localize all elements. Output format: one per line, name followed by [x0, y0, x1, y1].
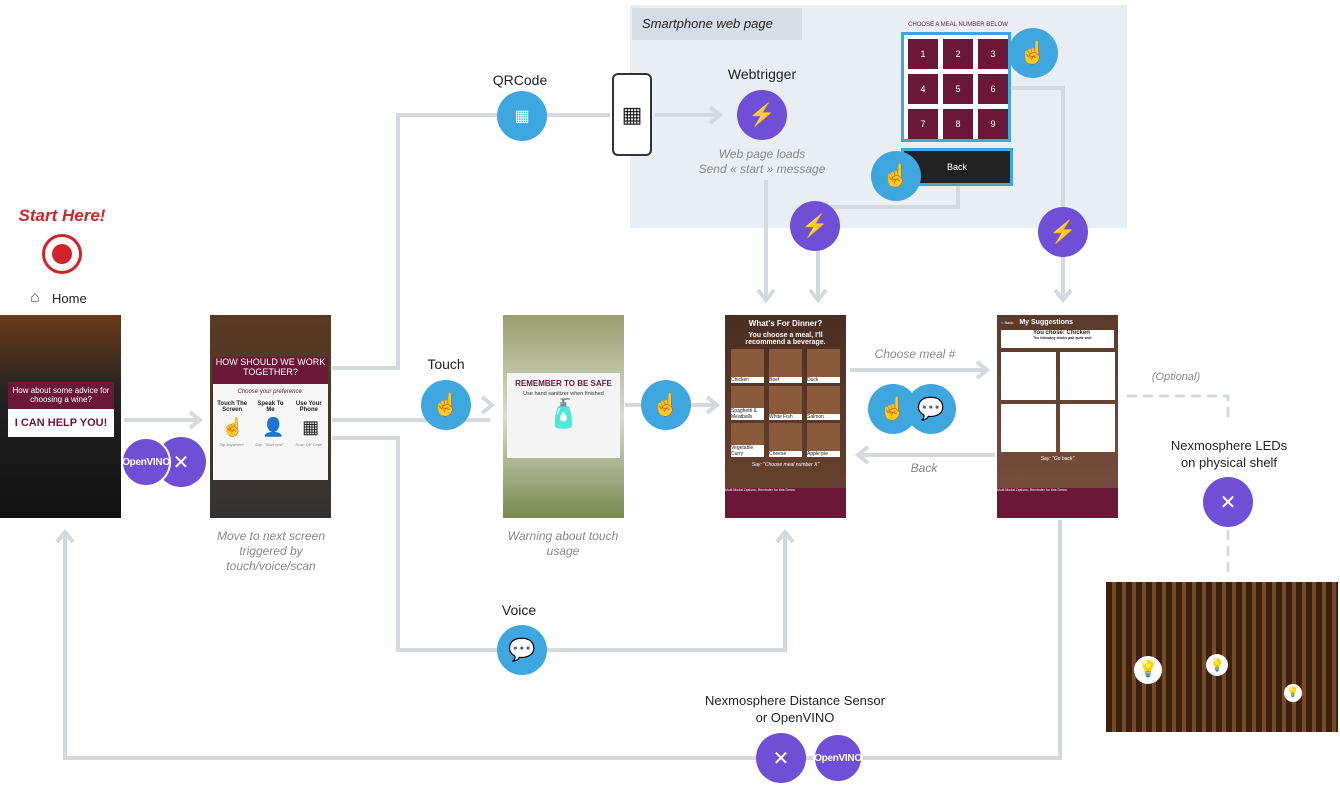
key-9[interactable]: 9	[978, 109, 1008, 139]
touch-icon: ☝	[421, 380, 471, 430]
key-5[interactable]: 5	[943, 74, 973, 104]
wine-card[interactable]	[1000, 404, 1056, 452]
meal-8[interactable]: Cheese	[769, 423, 802, 457]
speak-icon: 👤	[261, 417, 285, 437]
option-touch[interactable]: Touch The Screen	[217, 401, 248, 413]
wine-card[interactable]	[1059, 352, 1115, 400]
suggestions-title: My Suggestions	[1019, 319, 1074, 326]
wine-card[interactable]	[1000, 352, 1056, 400]
dinner-footer: Multi Modal Options: Reminder for this D…	[725, 488, 846, 518]
safety-subtitle: Use hand sanitizer when finished	[523, 391, 604, 397]
suggestions-back[interactable]: < Back	[1001, 320, 1014, 325]
smartphone-icon: ▦	[612, 73, 652, 156]
dinner-subtitle: You choose a meal, I'll recommend a beve…	[745, 332, 826, 346]
webtrigger-icon: ⚡	[737, 90, 787, 140]
sensor-label-1: Nexmosphere Distance Sensor	[705, 693, 885, 708]
bulb-icon: 💡	[1134, 656, 1162, 684]
qrcode-label: QRCode	[492, 72, 548, 88]
qrcode-icon: ▦	[497, 91, 547, 141]
key-4[interactable]: 4	[908, 74, 938, 104]
openvino-logo: OpenVINO	[121, 437, 171, 487]
key-2[interactable]: 2	[943, 39, 973, 69]
leds-label-2: on physical shelf	[1180, 455, 1278, 470]
sanitizer-icon: 🧴	[546, 398, 581, 429]
safety-caption-1: Warning about touch	[507, 529, 619, 543]
screen-welcome[interactable]: How about some advice for choosing a win…	[0, 315, 121, 518]
touch-icon: ☝	[641, 380, 691, 430]
meal-4[interactable]: Spaghetti & Meatballs	[731, 386, 764, 420]
key-7[interactable]: 7	[908, 109, 938, 139]
option-phone[interactable]: Use Your Phone	[295, 401, 322, 413]
hint-touch: Tap anywhere	[218, 442, 244, 447]
safety-caption-2: usage	[546, 544, 580, 558]
webtrigger-caption-2: Send « start » message	[698, 162, 826, 176]
touch-label: Touch	[427, 356, 465, 372]
safety-title: REMEMBER TO BE SAFE	[515, 379, 612, 388]
optional-label: (Optional)	[1151, 371, 1201, 383]
meal-2[interactable]: Beef	[769, 349, 802, 383]
voice-icon: 💬	[906, 384, 956, 434]
preference-subtitle: Choose your preference:	[237, 389, 304, 395]
start-title: Start Here!	[18, 206, 106, 225]
screen-preference[interactable]: HOW SHOULD WE WORK TOGETHER? Choose your…	[210, 315, 331, 518]
option-speak[interactable]: Speak To Me	[257, 401, 284, 413]
voice-label: Voice	[501, 602, 537, 618]
meal-5[interactable]: White Fish	[769, 386, 802, 420]
help-button[interactable]: I CAN HELP YOU!	[8, 409, 114, 437]
phone-panel-title: Smartphone web page	[632, 8, 802, 40]
wine-shelf-photo: 💡 💡 💡	[1106, 582, 1338, 732]
welcome-question: How about some advice for choosing a win…	[8, 382, 114, 409]
suggestions-footer: Multi Modal Options: Reminder for this D…	[997, 488, 1118, 518]
start-target-icon[interactable]	[42, 234, 82, 274]
nexmosphere-icon: ✕	[756, 733, 806, 783]
touch-icon: ☝	[1008, 28, 1058, 78]
preference-caption-3: touch/voice/scan	[226, 559, 316, 573]
key-6[interactable]: 6	[978, 74, 1008, 104]
home-icon: ⌂	[30, 289, 40, 306]
touch-icon: ☝	[871, 151, 921, 201]
webtrigger-label: Webtrigger	[727, 66, 797, 82]
keypad-title: Choose a meal number below	[908, 22, 1008, 28]
webtrigger-caption-1: Web page loads	[718, 147, 806, 161]
back-label: Back	[910, 461, 938, 475]
dinner-voice-hint: Say: "Choose meal number X"	[751, 462, 820, 468]
preference-caption-1: Move to next screen	[216, 529, 326, 543]
key-1[interactable]: 1	[908, 39, 938, 69]
openvino-logo: OpenVINO	[813, 733, 863, 783]
suggestions-voice-hint: Say: "Go back"	[1040, 456, 1075, 462]
webtrigger-icon: ⚡	[1038, 207, 1088, 257]
sensor-label-2: or OpenVINO	[755, 710, 835, 725]
hint-phone: Scan QR Code	[295, 442, 323, 447]
meal-6[interactable]: Salmon	[807, 386, 840, 420]
keypad: 1 2 3 4 5 6 7 8 9	[901, 32, 1011, 142]
drink-card[interactable]	[1059, 404, 1115, 452]
meal-1[interactable]: Chicken	[731, 349, 764, 383]
meal-9[interactable]: Apple pie	[807, 423, 840, 457]
bulb-icon: 💡	[1284, 684, 1302, 702]
meal-7[interactable]: Vegetable Curry	[731, 423, 764, 457]
bulb-icon: 💡	[1206, 654, 1228, 676]
preference-title: HOW SHOULD WE WORK TOGETHER?	[213, 357, 328, 384]
choose-meal-label: Choose meal #	[874, 347, 956, 361]
key-3[interactable]: 3	[978, 39, 1008, 69]
screen-dinner[interactable]: What's For Dinner? You choose a meal, I'…	[725, 315, 846, 518]
leds-label-1: Nexmosphere LEDs	[1170, 438, 1288, 453]
preference-caption-2: triggered by	[239, 544, 303, 558]
screen-safety: REMEMBER TO BE SAFE Use hand sanitizer w…	[503, 315, 624, 518]
home-label: Home	[52, 291, 87, 306]
voice-icon: 💬	[497, 625, 547, 675]
meal-3[interactable]: Duck	[807, 349, 840, 383]
webtrigger-icon: ⚡	[790, 201, 840, 251]
key-8[interactable]: 8	[943, 109, 973, 139]
touch-icon: ☝	[221, 417, 245, 437]
dinner-title: What's For Dinner?	[748, 319, 823, 328]
qrcode-icon: ▦	[302, 417, 320, 437]
hint-speak: Say: "Start now"	[255, 442, 284, 447]
nexmosphere-icon: ✕	[1203, 477, 1253, 527]
